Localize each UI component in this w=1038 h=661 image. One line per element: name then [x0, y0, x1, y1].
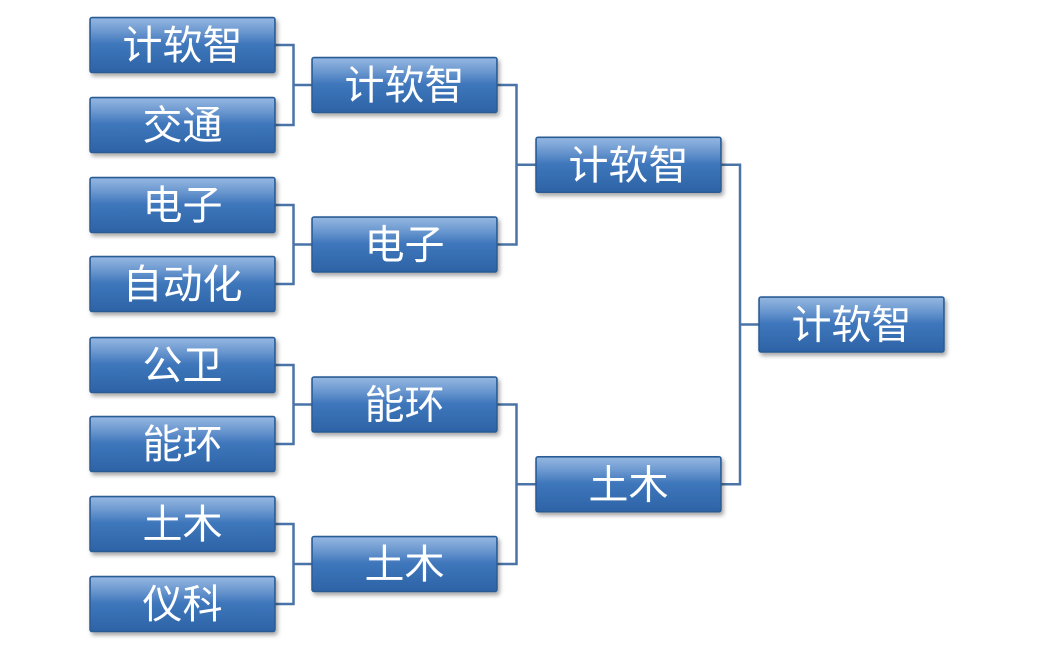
connector-round1-match2: [275, 203, 312, 286]
bracket-node-round3-2: 土木: [535, 456, 722, 513]
bracket-node-round1-1: 计软智: [89, 16, 276, 74]
node-label: 仪科: [143, 582, 223, 628]
connector-round2-match1: [497, 83, 536, 246]
bracket-node-round1-6: 能环: [89, 415, 276, 473]
node-label: 计软智: [569, 143, 689, 189]
node-label: 公卫: [143, 343, 223, 389]
node-label: 计软智: [345, 63, 465, 109]
node-label: 能环: [143, 422, 223, 468]
node-label: 土木: [589, 462, 669, 508]
bracket-node-round2-3: 能环: [311, 376, 498, 433]
node-label: 能环: [365, 383, 445, 429]
bracket-node-round2-1: 计软智: [311, 56, 498, 114]
bracket-node-round2-2: 电子: [311, 216, 498, 273]
node-label: 土木: [143, 502, 223, 548]
node-label: 土木: [365, 542, 445, 588]
bracket-node-round1-5: 公卫: [89, 336, 276, 394]
bracket-node-round2-4: 土木: [311, 535, 498, 593]
bracket-node-round1-8: 仪科: [89, 575, 276, 633]
node-label: 计软智: [792, 303, 912, 349]
connector-round3-match1: [721, 163, 759, 486]
connector-round1-match1: [275, 43, 312, 127]
bracket-node-round3-1: 计软智: [535, 136, 722, 193]
node-label: 电子: [143, 183, 223, 229]
node-label: 电子: [365, 223, 445, 269]
node-label: 自动化: [123, 262, 243, 308]
bracket-node-round1-7: 土木: [89, 495, 276, 553]
connector-round2-match2: [497, 403, 536, 566]
connector-round1-match3: [275, 363, 312, 446]
connector-round1-match4: [275, 522, 312, 606]
bracket-node-round1-4: 自动化: [89, 255, 276, 313]
bracket-connectors: [275, 43, 759, 606]
node-label: 计软智: [123, 23, 243, 69]
bracket-node-round1-2: 交通: [89, 96, 276, 154]
bracket-node-round1-3: 电子: [89, 176, 276, 234]
node-label: 交通: [143, 103, 223, 149]
bracket-node-round4-1: 计软智: [758, 296, 945, 353]
